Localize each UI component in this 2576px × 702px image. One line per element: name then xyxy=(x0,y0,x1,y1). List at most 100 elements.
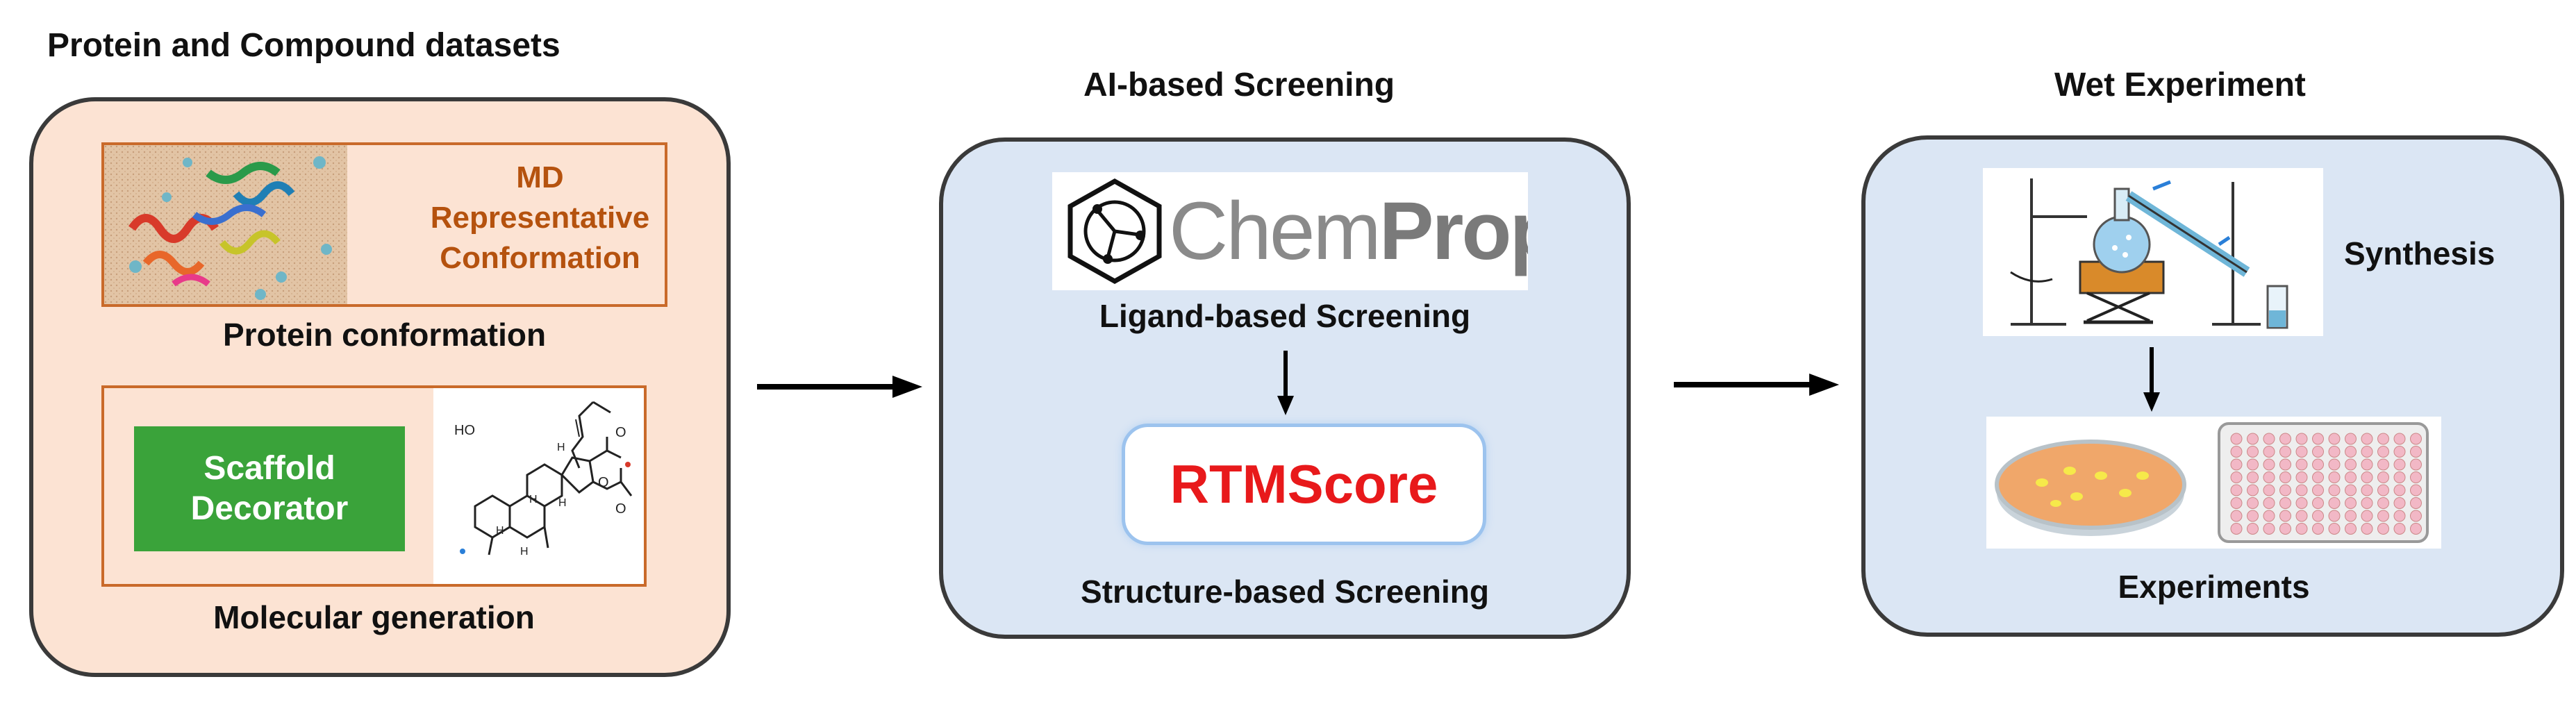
well-plate-well xyxy=(2295,523,2308,535)
md-representative-label: MD Representative Conformation xyxy=(417,158,663,278)
well-plate-well xyxy=(2328,484,2341,496)
atom-ho: HO xyxy=(454,423,475,438)
well-plate-well xyxy=(2230,433,2243,445)
structure-screening-caption: Structure-based Screening xyxy=(1081,574,1489,610)
well-plate-well xyxy=(2312,497,2324,509)
well-plate-well xyxy=(2230,497,2243,509)
chemprop-part1: Chem xyxy=(1169,185,1381,277)
well-plate-well xyxy=(2377,471,2389,483)
well-plate-well xyxy=(2312,523,2324,535)
well-plate-well xyxy=(2230,510,2243,522)
well-plate-well xyxy=(2393,510,2406,522)
atom-o3: O xyxy=(615,501,626,517)
well-plate-well xyxy=(2345,523,2357,535)
well-plate-well xyxy=(2328,471,2341,483)
well-plate-well xyxy=(2247,458,2259,471)
wet-experiment-title: Wet Experiment xyxy=(2054,67,2306,103)
well-plate-well xyxy=(2295,497,2308,509)
well-plate-well xyxy=(2328,458,2341,471)
well-plate-well xyxy=(2410,471,2422,483)
well-plate-well xyxy=(2263,523,2275,535)
well-plate-well xyxy=(2377,458,2389,471)
well-plate-well xyxy=(2328,446,2341,458)
well-plate-well xyxy=(2393,484,2406,496)
atom-o1: O xyxy=(615,425,626,440)
well-plate-well xyxy=(2410,497,2422,509)
well-plate-well xyxy=(2279,510,2291,522)
well-plate-well xyxy=(2230,484,2243,496)
scaffold-decorator-button: Scaffold Decorator xyxy=(134,426,405,551)
flow-arrow-1 xyxy=(757,371,924,402)
rtmscore-label: RTMScore xyxy=(1170,453,1438,515)
well-plate-well xyxy=(2295,433,2308,445)
atom-o2: O xyxy=(598,475,609,490)
well-plate-well xyxy=(2345,497,2357,509)
well-plate-well xyxy=(2345,471,2357,483)
atom-h5: H xyxy=(520,546,529,558)
well-plate-well xyxy=(2295,510,2308,522)
well-plate-well xyxy=(2377,433,2389,445)
well-plate-well xyxy=(2295,446,2308,458)
well-plate-well xyxy=(2230,458,2243,471)
well-plate-well xyxy=(2279,471,2291,483)
well-plate-well xyxy=(2312,433,2324,445)
well-plate-well xyxy=(2361,458,2373,471)
well-plate-well xyxy=(2377,510,2389,522)
well-plate-well xyxy=(2361,497,2373,509)
well-plate-well xyxy=(2410,433,2422,445)
well-plate-well xyxy=(2263,484,2275,496)
protein-conformation-box: MD Representative Conformation xyxy=(101,142,667,307)
well-plate-well xyxy=(2279,484,2291,496)
well-plate-well xyxy=(2361,471,2373,483)
steroid-molecule-icon: HO H H H H H O O O xyxy=(433,388,644,584)
atom-h2: H xyxy=(529,494,538,505)
well-plate-well xyxy=(2295,471,2308,483)
well-plate-well xyxy=(2295,458,2308,471)
well-plate-well xyxy=(2263,510,2275,522)
hexagon-radical-icon xyxy=(1067,178,1162,285)
ai-screening-title: AI-based Screening xyxy=(1083,67,1395,103)
chemprop-logo: ChemProp xyxy=(1052,172,1528,290)
scaffold-label-line1: Scaffold xyxy=(203,450,335,487)
down-arrow-ai xyxy=(1275,351,1296,417)
well-plate-well xyxy=(2279,446,2291,458)
well-plate-well xyxy=(2312,484,2324,496)
well-plate-well xyxy=(2279,497,2291,509)
well-plate-well xyxy=(2295,484,2308,496)
chemprop-part2: Prop xyxy=(1379,185,1528,277)
well-plate-well xyxy=(2361,510,2373,522)
well-plate-well xyxy=(2247,484,2259,496)
well-plate-well xyxy=(2263,458,2275,471)
well-plate-well xyxy=(2247,471,2259,483)
experiments-caption: Experiments xyxy=(2118,569,2310,605)
well-plate-well xyxy=(2410,523,2422,535)
rtmscore-badge: RTMScore xyxy=(1122,424,1486,545)
molecular-generation-box: Scaffold Decorator xyxy=(101,385,647,587)
experiment-images xyxy=(1986,417,2441,549)
protein-structure-icon xyxy=(104,145,347,304)
well-plate-well xyxy=(2410,446,2422,458)
well-plate-well xyxy=(2377,484,2389,496)
well-plate-well xyxy=(2328,433,2341,445)
well-plate-icon xyxy=(2218,422,2429,543)
atom-h3: H xyxy=(558,497,567,509)
well-plate-well xyxy=(2263,471,2275,483)
well-plate-well xyxy=(2377,446,2389,458)
ligand-screening-caption: Ligand-based Screening xyxy=(1099,298,1471,334)
atom-h1: H xyxy=(557,442,565,453)
well-plate-well xyxy=(2312,458,2324,471)
well-plate-well xyxy=(2263,433,2275,445)
well-plate-well xyxy=(2377,523,2389,535)
atom-h4: H xyxy=(496,525,504,537)
well-plate-well xyxy=(2247,433,2259,445)
well-plate-well xyxy=(2410,484,2422,496)
down-arrow-wet xyxy=(2141,347,2162,413)
well-plate-well xyxy=(2247,497,2259,509)
well-plate-well xyxy=(2393,458,2406,471)
petri-dish-icon xyxy=(1995,440,2186,536)
well-plate-well xyxy=(2345,510,2357,522)
md-label-line3: Conformation xyxy=(440,241,640,275)
well-plate-well xyxy=(2230,446,2243,458)
well-plate-well xyxy=(2279,433,2291,445)
well-plate-well xyxy=(2263,446,2275,458)
